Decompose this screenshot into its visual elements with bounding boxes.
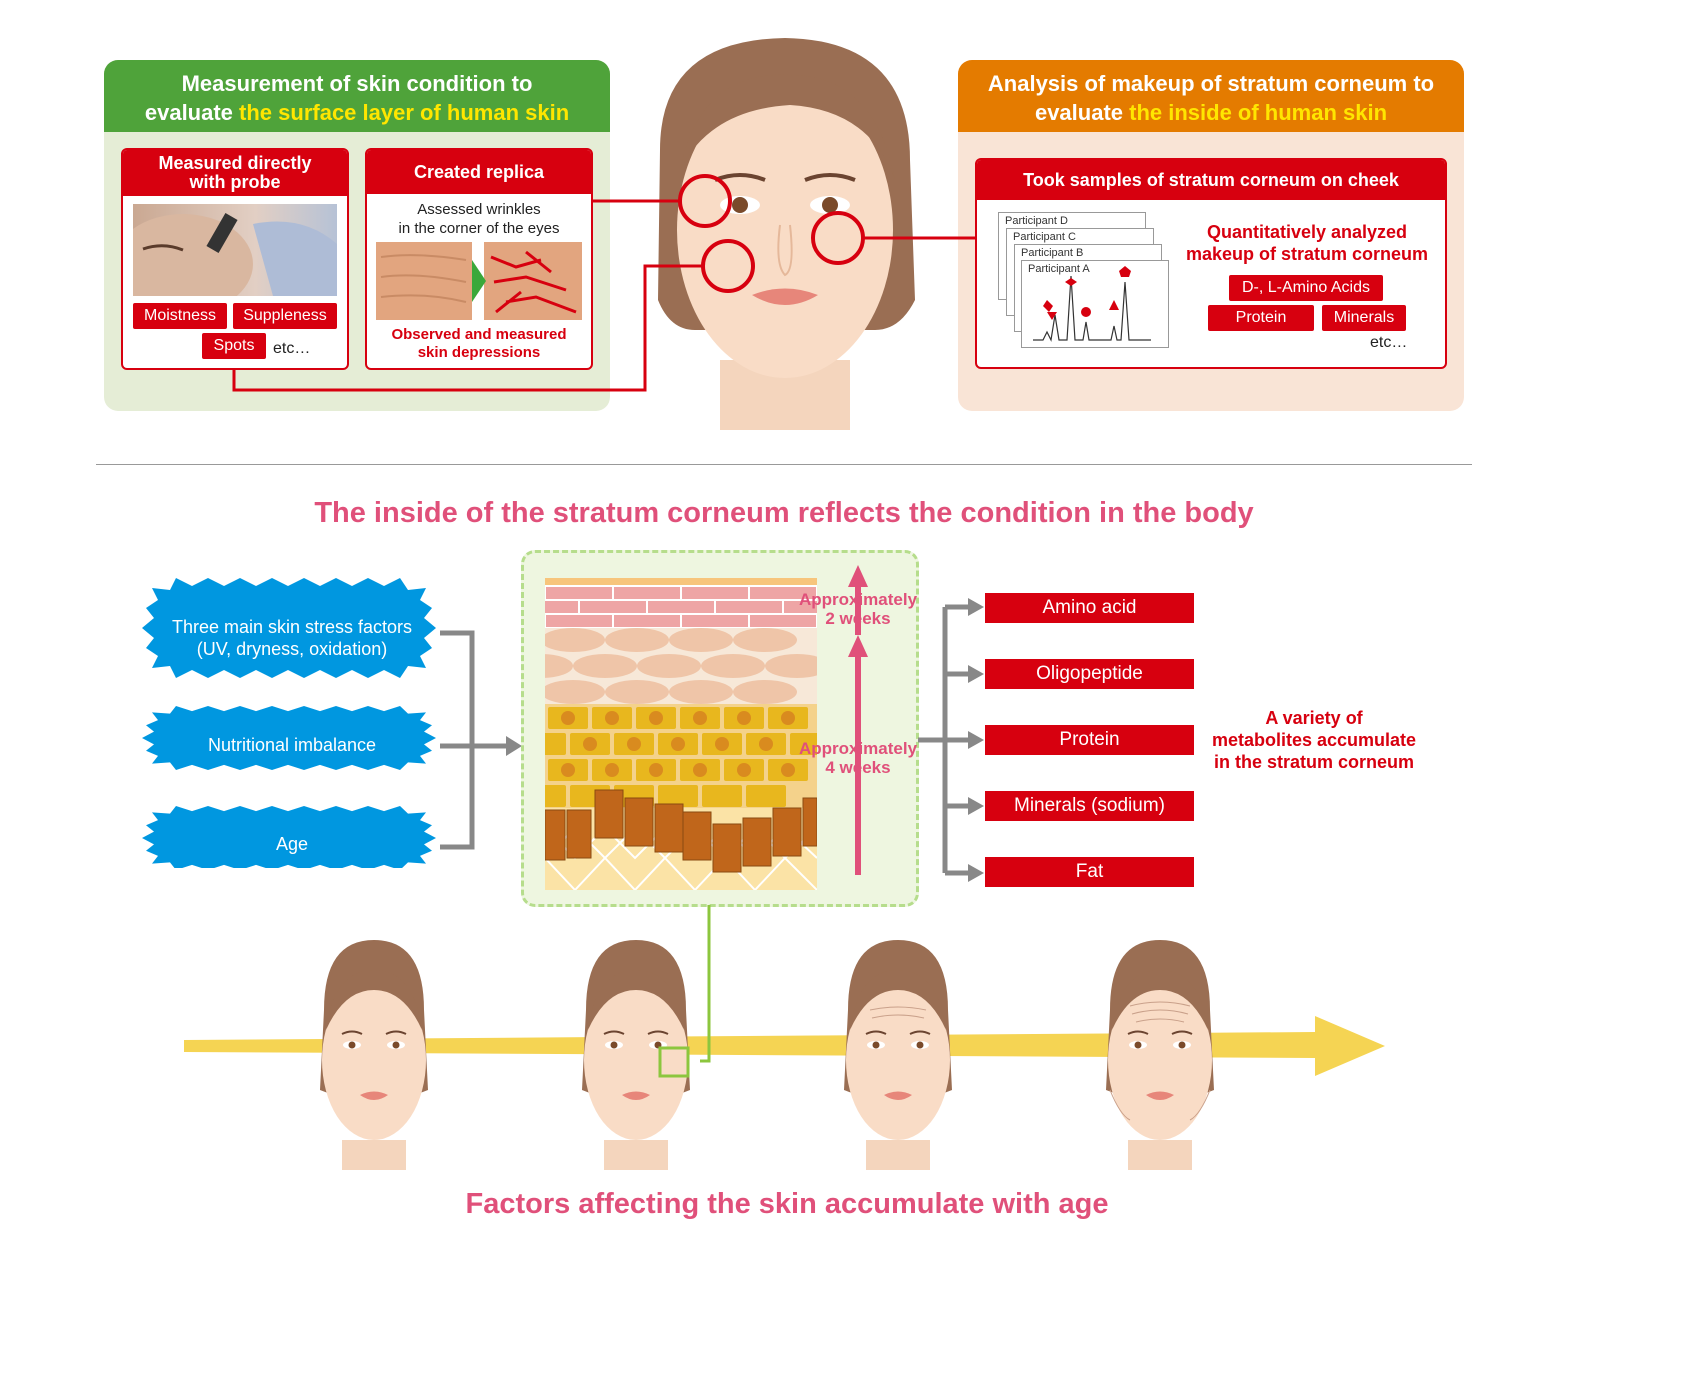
- factor-connector-arrows: [440, 630, 522, 850]
- chromatogram: [1033, 266, 1151, 342]
- output-oligopeptide: Oligopeptide: [985, 659, 1194, 689]
- inside-panel-title-line2: evaluate the inside of human skin: [1034, 100, 1388, 125]
- tag-moistness: Moistness: [133, 303, 227, 329]
- probe-title-line2: with probe: [189, 172, 281, 192]
- middle-title: The inside of the stratum corneum reflec…: [314, 497, 1254, 529]
- woman-face-illustration: [658, 38, 915, 430]
- tag-protein: Protein: [1208, 305, 1314, 331]
- probe-photo: [133, 204, 337, 296]
- replica-result: Observed and measured skin depressions: [391, 326, 567, 361]
- outputs-note: A variety of metabolites accumulate in t…: [1211, 708, 1417, 772]
- tag-minerals: Minerals: [1322, 305, 1406, 331]
- sample-etc: etc…: [1370, 334, 1408, 351]
- probe-title-line1: Measured directly: [158, 153, 312, 173]
- skin-layer-illustration: [545, 578, 817, 890]
- probe-etc: etc…: [273, 340, 311, 357]
- zoom-connector-line: [700, 905, 711, 1063]
- aging-faces-illustration: [319, 940, 1215, 1170]
- inside-panel-header: Analysis of makeup of stratum corneum to…: [958, 60, 1464, 132]
- inside-panel-title-line1: Analysis of makeup of stratum corneum to: [987, 71, 1435, 96]
- period-4-weeks: Approximately 4 weeks: [798, 739, 918, 777]
- tag-suppleness: Suppleness: [233, 303, 337, 329]
- analysis-text: Quantitatively analyzed makeup of stratu…: [1185, 222, 1429, 264]
- factor-age: Age: [275, 834, 309, 854]
- tag-amino-acids: D-, L-Amino Acids: [1229, 275, 1383, 301]
- replica-box-header: Created replica: [367, 150, 591, 194]
- sample-box-header: Took samples of stratum corneum on cheek: [977, 160, 1445, 200]
- factor-stress: Three main skin stress factors (UV, dryn…: [171, 617, 413, 659]
- tag-spots: Spots: [202, 333, 266, 359]
- age-timeline-arrow: [184, 1016, 1385, 1076]
- surface-panel-title-line1: Measurement of skin condition to: [181, 71, 533, 96]
- turnover-arrows: [848, 565, 868, 875]
- output-amino-acid: Amino acid: [985, 593, 1194, 623]
- section-divider: [96, 464, 1472, 465]
- surface-panel-title-line2: evaluate the surface layer of human skin: [144, 100, 570, 125]
- factor-nutrition: Nutritional imbalance: [207, 735, 377, 755]
- surface-panel-header: Measurement of skin condition to evaluat…: [104, 60, 610, 132]
- measurement-circles: [232, 174, 975, 392]
- period-2-weeks: Approximately 2 weeks: [798, 590, 918, 628]
- replica-images: [376, 242, 582, 320]
- bottom-title: Factors affecting the skin accumulate wi…: [465, 1188, 1109, 1220]
- output-minerals: Minerals (sodium): [985, 791, 1194, 821]
- output-connector-arrows: [918, 598, 984, 882]
- output-fat: Fat: [985, 857, 1194, 887]
- probe-box-header: Measured directly with probe: [123, 150, 347, 196]
- replica-desc: Assessed wrinkles in the corner of the e…: [398, 201, 560, 237]
- output-protein: Protein: [985, 725, 1194, 755]
